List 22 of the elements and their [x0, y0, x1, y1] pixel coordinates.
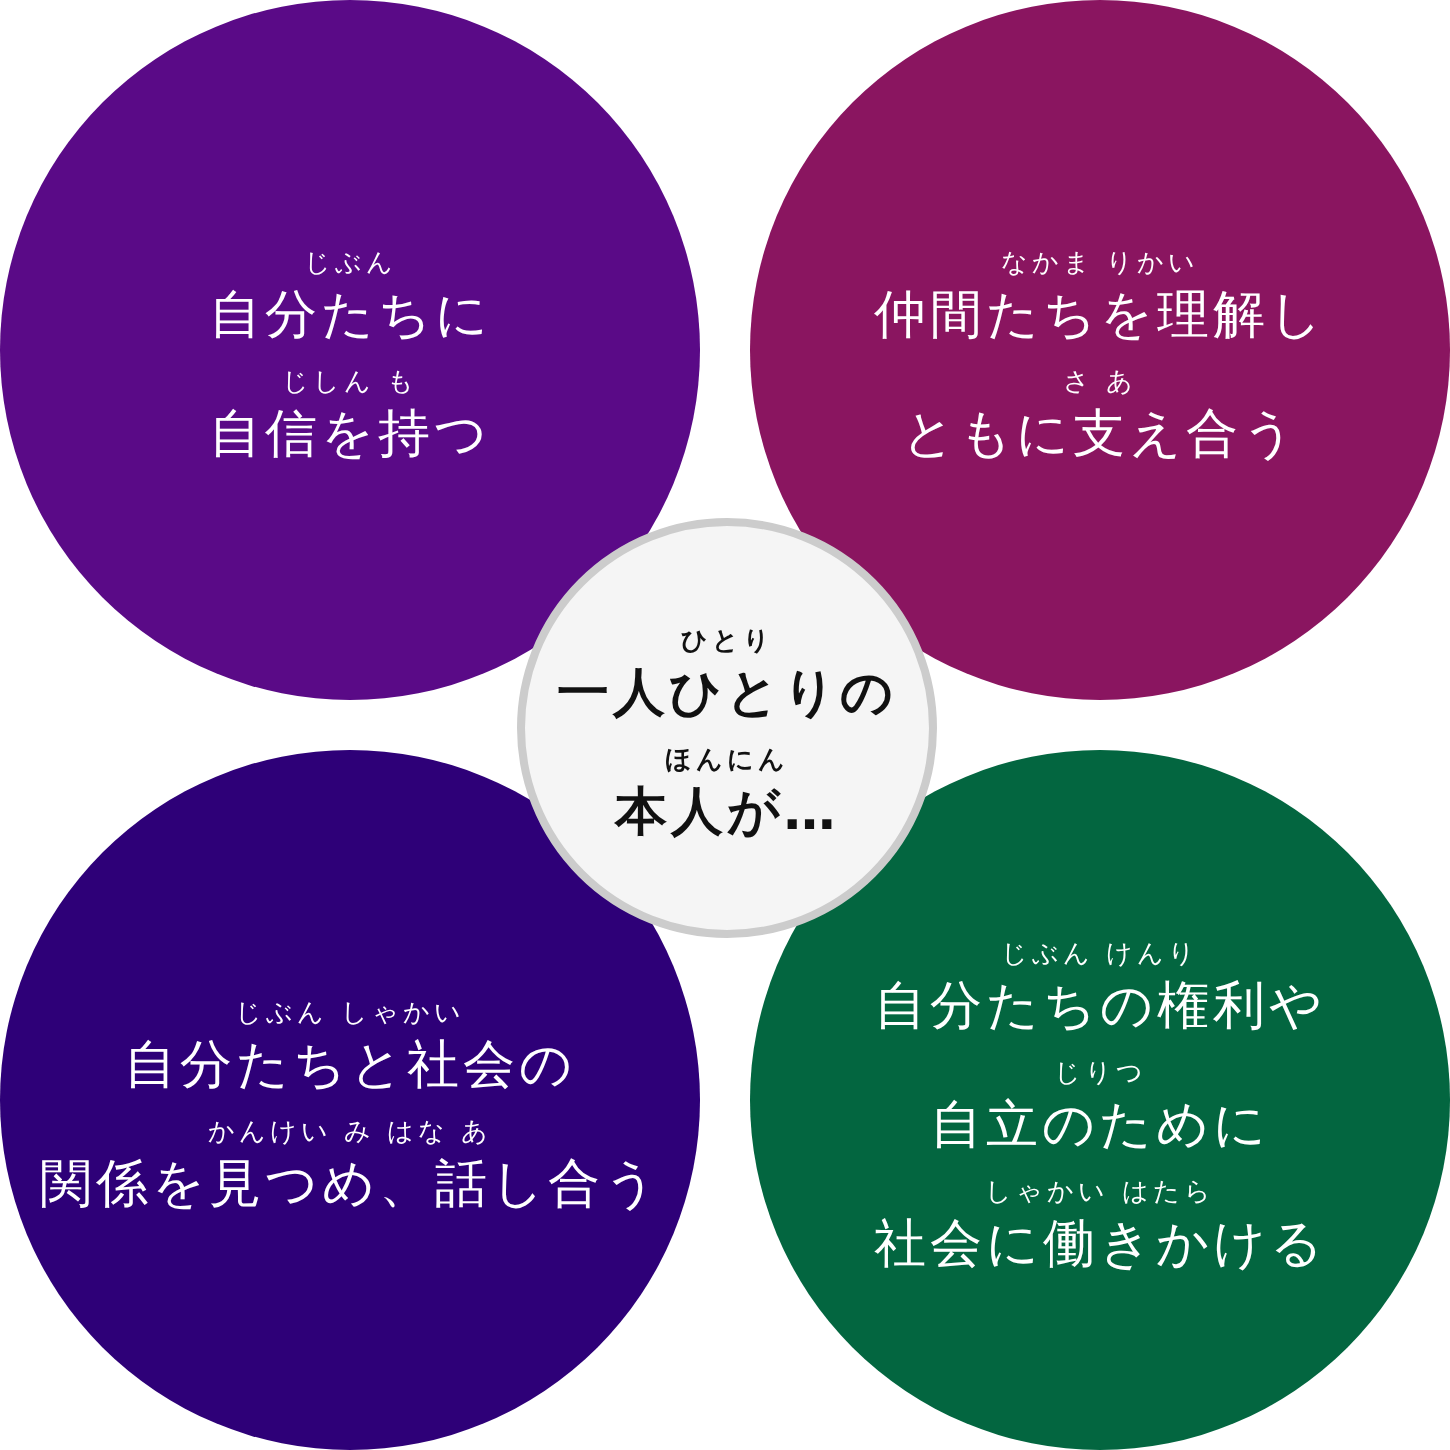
- furigana-text: じりつ: [1053, 1055, 1147, 1089]
- circle-label: ともに支え合う: [901, 402, 1299, 465]
- circle-label: 関係を見つめ、話し合う: [39, 1152, 661, 1215]
- furigana-text: ひとり: [680, 624, 774, 657]
- circle-label: 自立のために: [930, 1092, 1270, 1156]
- circle-label: 一人ひとりの: [557, 661, 897, 724]
- furigana-text: なかま りかい: [1000, 246, 1200, 279]
- furigana-text: しゃかい はたら: [985, 1174, 1215, 1208]
- circle-label: 自信を持つ: [209, 402, 491, 465]
- furigana-text: ほんにん: [665, 743, 789, 776]
- furigana-text: さ あ: [1062, 365, 1138, 398]
- furigana-text: じぶん けんり: [1000, 936, 1200, 970]
- furigana-text: じぶん しゃかい: [235, 996, 465, 1029]
- furigana-text: じぶん: [303, 246, 397, 279]
- circle-label: 自分たちに: [208, 283, 492, 346]
- circle-label: 自分たちの権利や: [874, 973, 1326, 1037]
- circle-label: 仲間たちを理解し: [874, 283, 1326, 346]
- furigana-text: じしん も: [281, 365, 419, 398]
- circle-label: 社会に働きかける: [873, 1211, 1327, 1275]
- furigana-text: かんけい み はな あ: [207, 1115, 493, 1148]
- circle-label: 本人が…: [614, 780, 840, 843]
- circle-label: 自分たちと社会の: [124, 1033, 576, 1096]
